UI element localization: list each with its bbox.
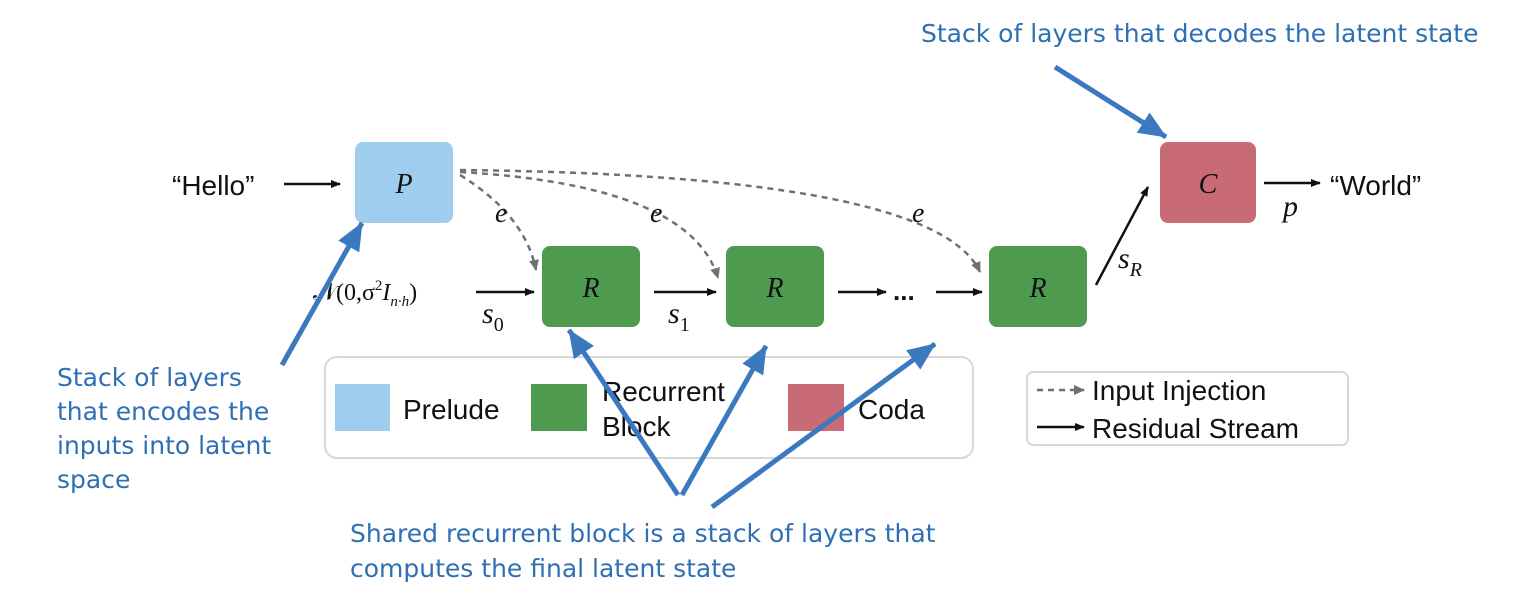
prelude-annotation-line-1: Stack of layers — [57, 363, 242, 392]
recurrent-block-1 — [542, 246, 640, 327]
recurrent-annotation-line-2: computes the final latent state — [350, 554, 736, 583]
input-injection-legend-label: Input Injection — [1092, 375, 1266, 406]
recurrent-block-2 — [726, 246, 824, 327]
sR-arrow — [1094, 186, 1150, 286]
recurrent-block-2-symbol: R — [765, 273, 783, 304]
recurrent-annotation-arrow-1 — [566, 328, 681, 497]
legend-prelude-swatch — [335, 384, 390, 431]
recurrent-block-3 — [989, 246, 1087, 327]
coda-annotation: Stack of layers that decodes the latent … — [921, 19, 1478, 48]
recurrent-annotation-arrow-3 — [710, 341, 937, 510]
injection-arrow-3 — [459, 168, 982, 273]
legend-coda-swatch — [788, 384, 844, 431]
recurrent-block-3-symbol: R — [1028, 273, 1046, 304]
s0-label: s0 — [482, 297, 504, 336]
legend-recurrent-swatch — [531, 384, 587, 431]
injection-label-2: e — [650, 198, 662, 229]
prelude-block-symbol: P — [394, 169, 412, 200]
residual-stream-legend-label: Residual Stream — [1092, 413, 1299, 444]
injection-arrow-2 — [459, 170, 720, 279]
recurrent-annotation-line-1: Shared recurrent block is a stack of lay… — [350, 519, 936, 548]
legend-recurrent-label-line2: Block — [602, 411, 671, 442]
output-text: “World” — [1330, 170, 1421, 201]
ellipsis: ... — [893, 276, 915, 306]
input-text: “Hello” — [172, 170, 254, 201]
prelude-annotation-line-4: space — [57, 465, 130, 494]
sR-label: sR — [1118, 242, 1142, 281]
output-label-p: p — [1281, 190, 1298, 223]
injection-label-1: e — [495, 198, 507, 229]
injection-arrow-1 — [459, 173, 539, 271]
legend-coda-label: Coda — [858, 394, 925, 425]
s1-label: s1 — [668, 297, 690, 336]
prelude-annotation-arrow — [279, 221, 365, 367]
prelude-annotation-line-3: inputs into latent — [57, 431, 271, 460]
legend-prelude-label: Prelude — [403, 394, 500, 425]
prelude-block — [355, 142, 453, 223]
injection-label-3: e — [912, 198, 924, 229]
coda-annotation-arrow — [1053, 64, 1168, 140]
coda-block — [1160, 142, 1256, 223]
recurrent-annotation-arrow-2 — [679, 344, 769, 497]
legend-recurrent-label-line1: Recurrent — [602, 376, 725, 407]
coda-block-symbol: C — [1199, 169, 1218, 200]
arrow-legend-box — [1026, 371, 1349, 446]
recurrent-block-1-symbol: R — [581, 273, 599, 304]
prelude-annotation-line-2: that encodes the — [57, 397, 269, 426]
